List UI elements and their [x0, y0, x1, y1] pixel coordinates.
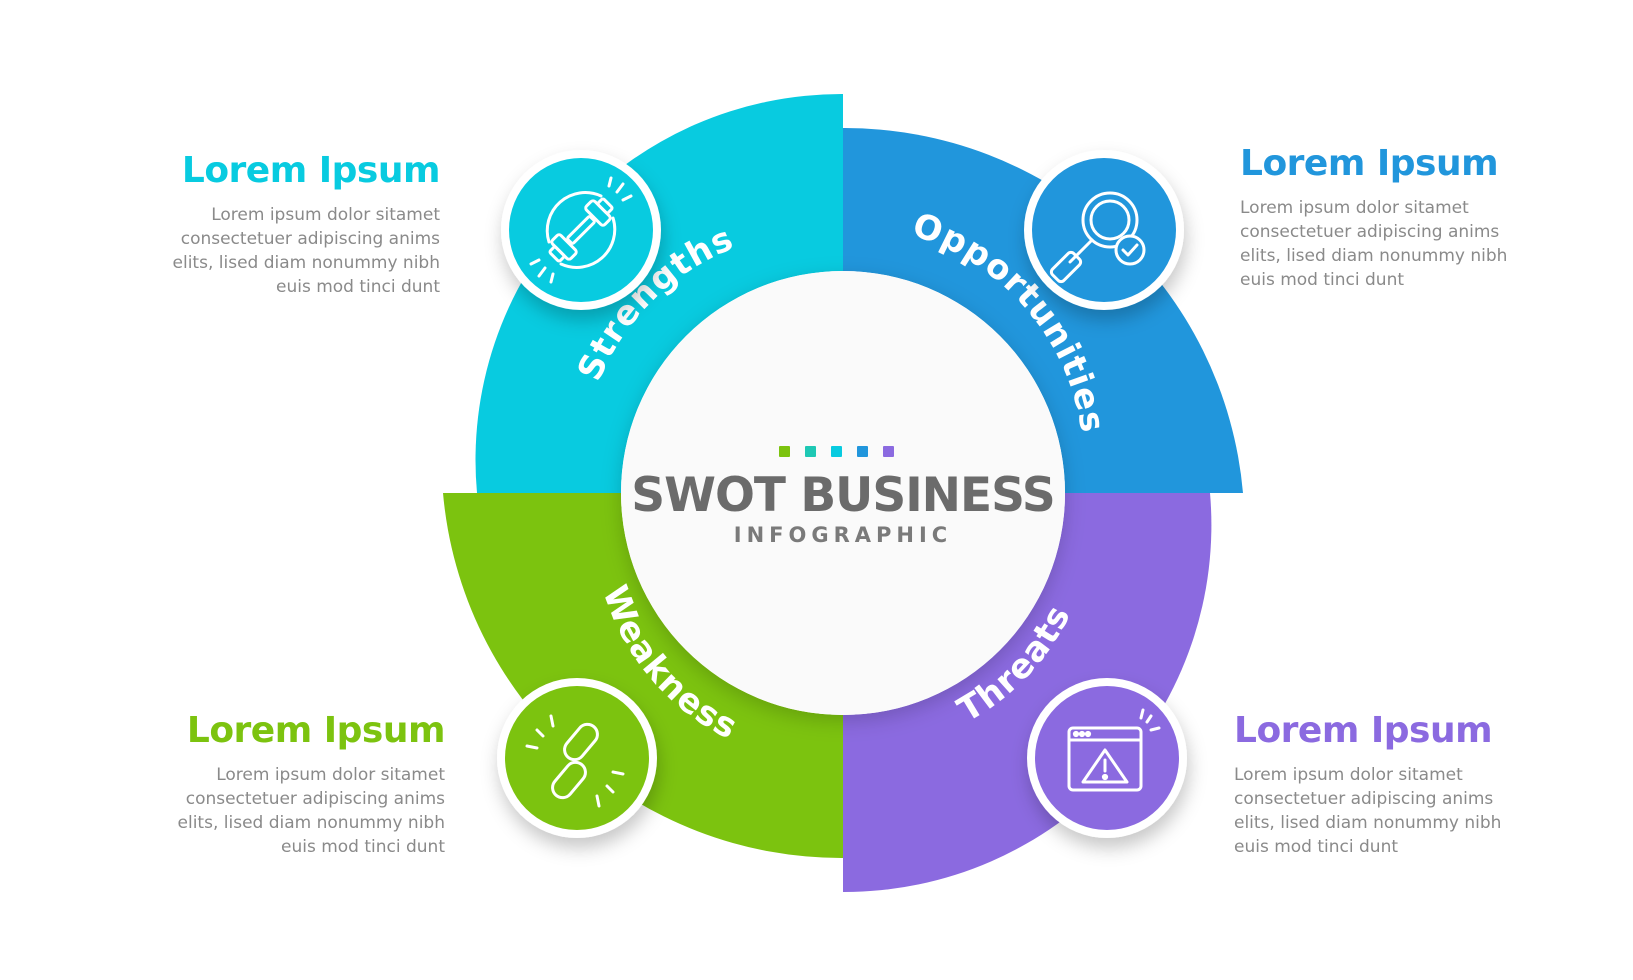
text-line: consectetuer adipiscing anims	[1240, 222, 1500, 242]
info-block-strengths: Lorem Ipsum Lorem ipsum dolor sitamet co…	[140, 150, 441, 299]
text-line: euis mod tinci dunt	[1240, 270, 1405, 290]
text-line: Lorem ipsum dolor sitamet	[1234, 765, 1463, 785]
info-heading-weakness: Lorem Ipsum	[186, 710, 446, 751]
magnifier-check-icon	[1049, 191, 1146, 284]
info-block-threats: Lorem Ipsum Lorem ipsum dolor sitamet co…	[1234, 713, 1534, 859]
text-line: Lorem ipsum dolor sitamet	[1240, 198, 1469, 218]
color-dots	[779, 446, 894, 457]
broken-chain-icon	[525, 714, 625, 808]
info-block-weakness: Lorem Ipsum Lorem ipsum dolor sitamet co…	[145, 710, 446, 859]
color-dot	[883, 446, 894, 457]
color-dot	[857, 446, 868, 457]
text-line: consectetuer adipiscing anims	[180, 229, 440, 249]
badge-strengths	[501, 150, 661, 310]
text-line: euis mod tinci dunt	[1234, 837, 1399, 857]
text-line: Lorem ipsum dolor sitamet	[216, 765, 445, 785]
color-dot	[805, 446, 816, 457]
info-text-weakness: Lorem ipsum dolor sitamet consectetuer a…	[145, 763, 445, 859]
text-line: euis mod tinci dunt	[275, 277, 440, 297]
info-heading-strengths: Lorem Ipsum	[181, 150, 441, 191]
center-title: SWOT BUSINESS	[631, 468, 1054, 523]
dumbbell-icon	[529, 176, 633, 284]
info-heading-opportunities: Lorem Ipsum	[1240, 143, 1499, 184]
text-line: consectetuer adipiscing anims	[185, 789, 445, 809]
text-line: elits, lised diam nonummy nibh	[1234, 813, 1502, 833]
badge-weakness	[497, 678, 657, 838]
badge-threats	[1027, 678, 1187, 838]
badge-opportunities	[1024, 150, 1184, 310]
text-line: euis mod tinci dunt	[280, 837, 445, 857]
info-text-threats: Lorem ipsum dolor sitamet consectetuer a…	[1234, 763, 1534, 859]
info-block-opportunities: Lorem Ipsum Lorem ipsum dolor sitamet co…	[1240, 146, 1540, 292]
center-subtitle: INFOGRAPHIC	[734, 523, 952, 547]
text-line: consectetuer adipiscing anims	[1234, 789, 1494, 809]
color-dot	[779, 446, 790, 457]
text-line: elits, lised diam nonummy nibh	[172, 253, 440, 273]
info-text-opportunities: Lorem ipsum dolor sitamet consectetuer a…	[1240, 196, 1540, 292]
text-line: elits, lised diam nonummy nibh	[177, 813, 445, 833]
text-line: Lorem ipsum dolor sitamet	[211, 205, 440, 225]
color-dot	[831, 446, 842, 457]
text-line: elits, lised diam nonummy nibh	[1240, 246, 1508, 266]
info-text-strengths: Lorem ipsum dolor sitamet consectetuer a…	[140, 203, 440, 299]
info-heading-threats: Lorem Ipsum	[1234, 710, 1493, 751]
browser-warning-icon	[1067, 708, 1161, 792]
